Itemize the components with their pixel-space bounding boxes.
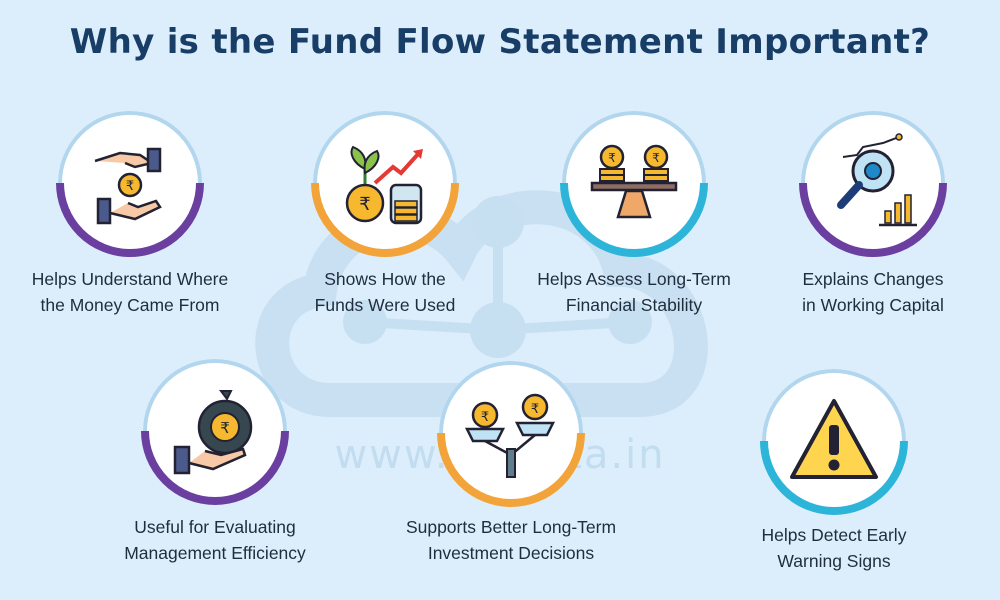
item-label-line1: Shows How the [324, 269, 446, 289]
item-label-line1: Helps Understand Where [31, 269, 229, 289]
svg-text:₹: ₹ [220, 419, 230, 437]
item-label-line2: in Working Capital [802, 295, 944, 315]
balance-scale-coins-icon: ₹ ₹ [590, 144, 678, 219]
item-label-line1: Helps Detect Early [761, 525, 907, 545]
hand-money-bag-icon: ₹ [173, 390, 253, 475]
svg-text:₹: ₹ [359, 194, 370, 215]
magnifier-gear-chart-icon [837, 133, 917, 227]
item-label-line2: Funds Were Used [314, 295, 456, 315]
item-label-line1: Helps Assess Long-Term [537, 269, 731, 289]
item-label-line2: Financial Stability [565, 295, 703, 315]
svg-text:₹: ₹ [126, 179, 134, 194]
item-label-line2: Warning Signs [777, 551, 891, 571]
svg-text:₹: ₹ [652, 151, 660, 165]
item-label-line1: Useful for Evaluating [134, 517, 296, 537]
page-title: Why is the Fund Flow Statement Important… [69, 22, 931, 62]
plant-coins-growth-icon: ₹ [345, 145, 423, 225]
hands-coin-icon: ₹ [94, 147, 162, 225]
item-label-line2: Investment Decisions [427, 543, 595, 563]
svg-text:₹: ₹ [531, 402, 539, 417]
svg-text:₹: ₹ [481, 410, 489, 425]
item-label-line2: the Money Came From [40, 295, 220, 315]
coin-scale-bowls-icon: ₹ ₹ [464, 393, 556, 478]
item-label-line2: Management Efficiency [124, 543, 306, 563]
svg-text:₹: ₹ [608, 151, 616, 165]
item-label-line1: Explains Changes [802, 269, 944, 289]
item-label-line1: Supports Better Long-Term [405, 517, 617, 537]
ring-border [437, 361, 585, 507]
warning-triangle-icon [790, 399, 878, 479]
